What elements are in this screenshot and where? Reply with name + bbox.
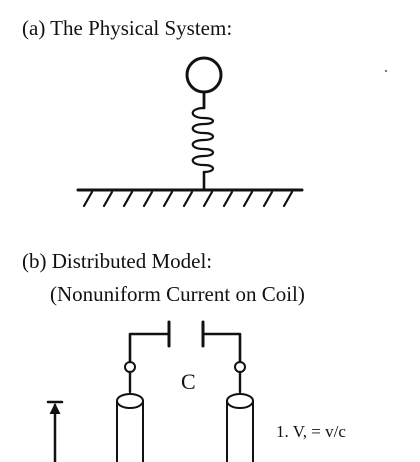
right-cylinder — [226, 393, 254, 462]
right-terminal — [234, 361, 246, 373]
part-b-title: (b) Distributed Model: — [22, 249, 212, 273]
ball-circle — [185, 56, 223, 94]
part-b-subtitle: (Nonuniform Current on Coil) — [50, 282, 305, 306]
capacitor-left-wire — [128, 332, 171, 364]
capacitor-label: C — [181, 369, 196, 394]
part-a-title: (a) The Physical System: — [22, 16, 232, 40]
scan-speck — [384, 69, 388, 73]
equation-label: 1. V, = v/c — [276, 422, 346, 441]
coil-spring — [191, 106, 215, 174]
ground-hatches — [82, 190, 294, 208]
left-cylinder — [116, 393, 144, 462]
height-arrow — [46, 400, 64, 462]
capacitor-right-wire — [201, 332, 242, 364]
left-terminal — [124, 361, 136, 373]
